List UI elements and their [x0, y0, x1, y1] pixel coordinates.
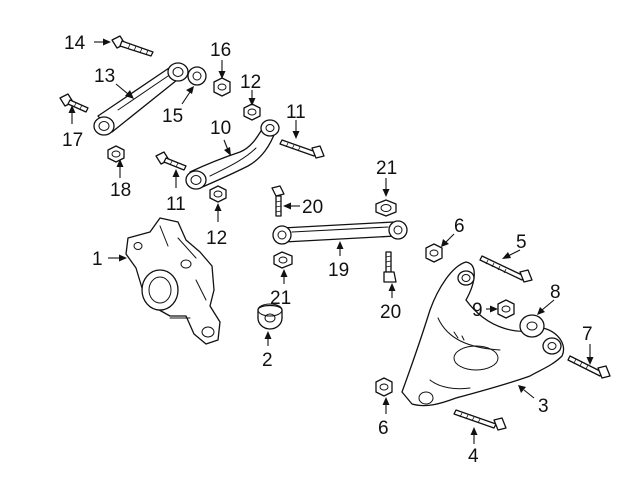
part-12-nut-lower [209, 185, 227, 203]
part-5-bolt [479, 255, 533, 283]
part-3-lower-arm [401, 261, 565, 407]
part-7-bolt [567, 355, 611, 379]
part-20-bolt-upper [271, 185, 285, 217]
callout-18: 18 [110, 180, 131, 201]
part-11-bolt-right [279, 139, 325, 159]
part-4-bolt [453, 409, 507, 431]
callout-20-upper: 20 [302, 197, 323, 218]
callout-11-left: 11 [166, 194, 186, 215]
leader-lines [68, 38, 594, 444]
part-19-link-rod [272, 220, 408, 245]
part-10-curved-arm [185, 119, 280, 190]
part-13-link-arm [93, 62, 189, 136]
callout-6-upper: 6 [454, 216, 465, 237]
part-6-nut-upper [425, 243, 443, 263]
callout-11-right: 11 [286, 102, 306, 123]
callout-16: 16 [210, 40, 231, 61]
callout-12-upper: 12 [240, 72, 261, 93]
part-16-nut [213, 77, 231, 97]
callout-12-lower: 12 [206, 228, 227, 249]
callout-10: 10 [210, 118, 231, 139]
part-18-nut [107, 145, 125, 163]
part-21-nut-upper [375, 199, 397, 217]
callout-21-lower: 21 [270, 288, 291, 309]
callout-20-lower: 20 [380, 302, 401, 323]
part-21-nut-lower [273, 251, 293, 269]
callout-19: 19 [328, 260, 349, 281]
callout-2: 2 [262, 350, 273, 371]
part-17-bolt [59, 93, 89, 113]
callout-9: 9 [472, 300, 483, 321]
callout-13: 13 [94, 66, 115, 87]
part-8-bushing [519, 314, 545, 338]
part-1-knuckle [125, 217, 221, 345]
part-15-bushing [187, 66, 207, 86]
callout-4: 4 [468, 446, 479, 467]
part-2-bushing [257, 303, 283, 330]
callout-7: 7 [582, 324, 593, 345]
part-11-bolt-left [155, 151, 187, 171]
callout-17: 17 [62, 130, 83, 151]
callout-numbers: 14 13 15 16 17 18 12 11 10 11 12 20 21 1… [62, 33, 593, 467]
callout-1: 1 [92, 249, 103, 270]
callout-6-lower: 6 [378, 418, 389, 439]
callout-5: 5 [516, 232, 527, 253]
part-9-nut [497, 299, 515, 319]
part-12-nut-upper [243, 103, 261, 121]
part-20-bolt-lower [383, 251, 397, 283]
callout-3: 3 [538, 396, 549, 417]
callout-14: 14 [64, 33, 86, 54]
callout-15: 15 [162, 106, 183, 127]
callout-21-upper: 21 [376, 158, 397, 179]
part-14-bolt [111, 35, 154, 57]
part-6-nut-lower [375, 377, 393, 397]
callout-8: 8 [550, 282, 561, 303]
